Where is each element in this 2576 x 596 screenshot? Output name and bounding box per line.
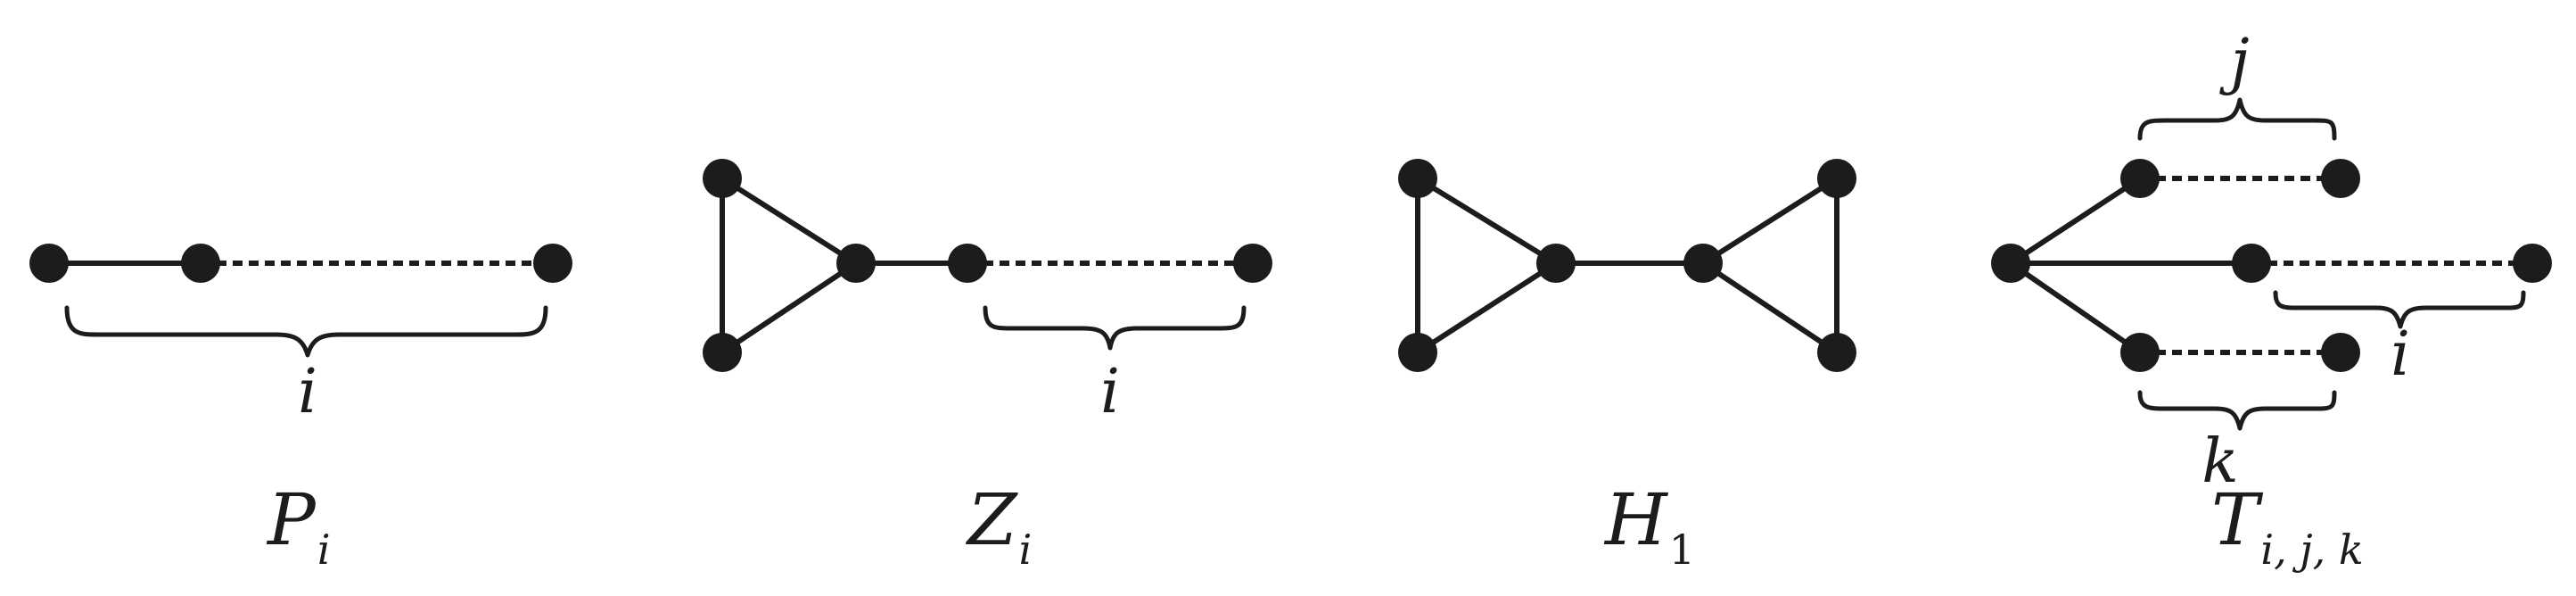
brace-label: j bbox=[2218, 27, 2249, 97]
edge bbox=[1700, 261, 1839, 355]
vertex bbox=[2120, 333, 2160, 372]
vertex bbox=[836, 244, 876, 283]
vertex bbox=[2321, 159, 2360, 198]
edge bbox=[720, 261, 859, 355]
path-length-brace bbox=[2137, 390, 2337, 431]
graph-p: i Pi bbox=[29, 244, 572, 574]
graph-h: H1 bbox=[1398, 159, 1856, 574]
vertex bbox=[29, 244, 69, 283]
vertex bbox=[2321, 333, 2360, 372]
vertex bbox=[1536, 244, 1576, 283]
vertex bbox=[1817, 159, 1856, 198]
edge bbox=[1700, 176, 1839, 266]
brace-label: i bbox=[1100, 357, 1120, 427]
vertex bbox=[703, 159, 742, 198]
graph-name: Pi bbox=[266, 478, 331, 574]
vertex bbox=[1398, 159, 1437, 198]
vertex bbox=[2232, 244, 2271, 283]
graph-name: H1 bbox=[1603, 478, 1695, 574]
path-length-brace bbox=[64, 305, 548, 358]
vertex bbox=[181, 244, 220, 283]
vertex bbox=[1817, 333, 1856, 372]
vertex bbox=[1683, 244, 1723, 283]
brace-label: i bbox=[298, 357, 317, 427]
vertex bbox=[1991, 244, 2030, 283]
edge bbox=[2008, 176, 2143, 266]
vertex bbox=[2513, 244, 2552, 283]
vertex bbox=[533, 244, 572, 283]
graph-z: i Zi bbox=[703, 159, 1272, 574]
path-length-brace bbox=[2137, 97, 2337, 141]
edge bbox=[2008, 261, 2143, 355]
vertex bbox=[2120, 159, 2160, 198]
vertex bbox=[948, 244, 987, 283]
graph-t: j i k Ti, j, k bbox=[1991, 27, 2552, 574]
vertex bbox=[1398, 333, 1437, 372]
path-length-brace bbox=[983, 305, 1247, 351]
edge bbox=[1415, 176, 1559, 266]
path-length-brace bbox=[2273, 290, 2526, 329]
graph-name: Zi bbox=[965, 478, 1032, 574]
brace-label: k bbox=[2202, 426, 2238, 497]
edge bbox=[720, 176, 859, 266]
vertex bbox=[703, 333, 742, 372]
vertex bbox=[1233, 244, 1272, 283]
edge bbox=[1415, 261, 1559, 355]
brace-label: i bbox=[2391, 319, 2410, 390]
graph-name: Ti, j, k bbox=[2211, 478, 2364, 574]
